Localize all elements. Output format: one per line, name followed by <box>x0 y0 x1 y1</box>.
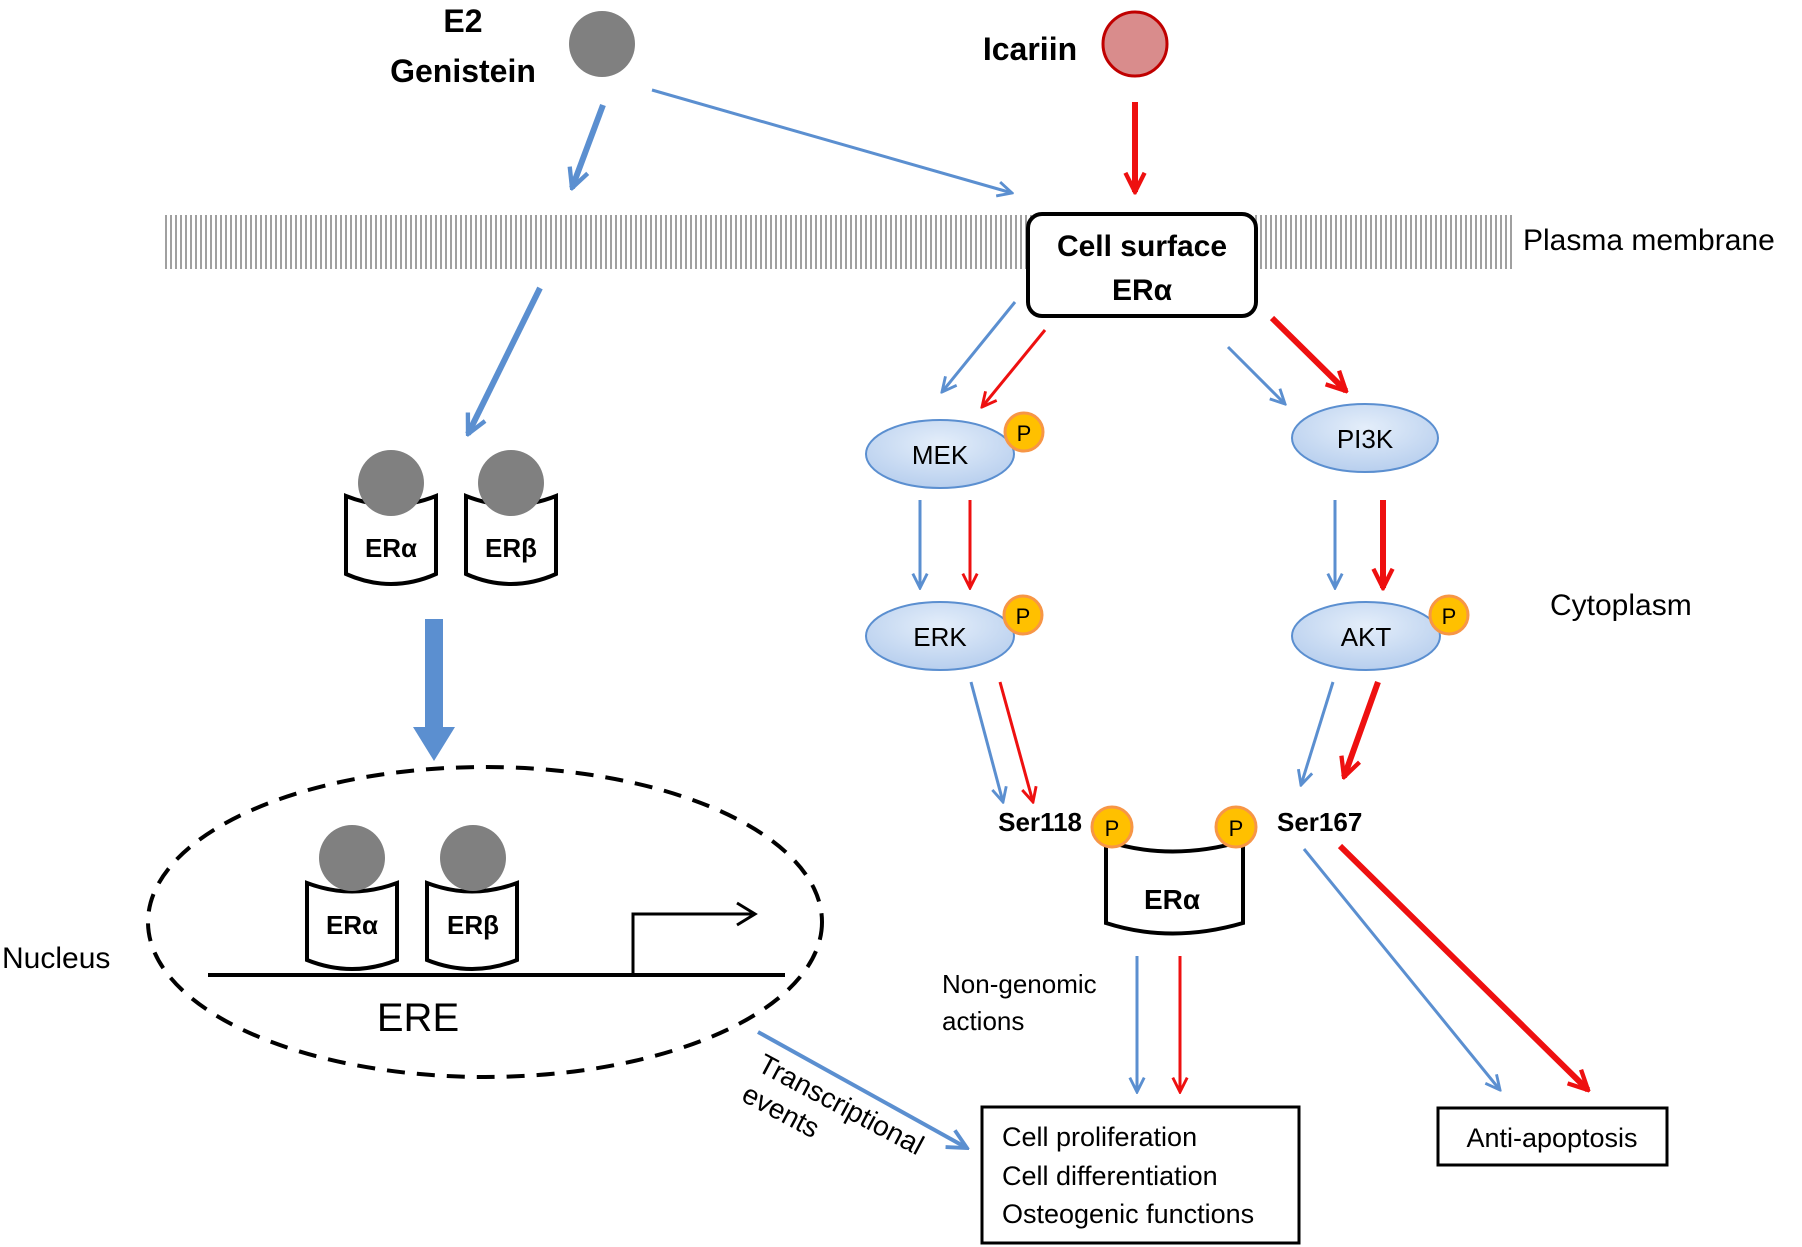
mek-node: MEK P <box>865 411 1045 489</box>
arrow-ser167-to-anti-apoptosis-red <box>1337 843 1588 1090</box>
cell-surface-er-alpha-label: ERα <box>1112 274 1173 307</box>
e2-genistein-ligand <box>569 11 635 77</box>
erk-label: ERK <box>913 622 967 652</box>
mek-phospho <box>1003 411 1045 453</box>
nuclear-er-beta-ligand <box>440 825 506 891</box>
nucleus-label: Nucleus <box>2 942 110 975</box>
cytoplasmic-er-alpha: ERα <box>344 450 438 586</box>
cytoplasmic-er-beta: ERβ <box>464 450 558 586</box>
ser118-label: Ser118 <box>998 807 1082 837</box>
akt-label: AKT <box>1341 622 1392 652</box>
cell-proliferation-label: Cell proliferation <box>1002 1122 1197 1152</box>
actions-label: actions <box>942 1006 1024 1036</box>
cell-surface-label: Cell surface <box>1057 230 1227 263</box>
anti-apoptosis-label: Anti-apoptosis <box>1466 1123 1637 1153</box>
akt-phospho <box>1428 594 1470 636</box>
arrow-erk-to-ser118-red <box>998 681 1033 802</box>
mek-phospho-label: P <box>1017 421 1032 446</box>
transcription-start-arrowhead <box>736 901 758 927</box>
arrow-membrane-to-nuclear-receptors <box>465 286 543 434</box>
arrow-akt-to-ser167-red <box>1344 680 1381 777</box>
arrow-e2-to-surface-er <box>651 88 1012 193</box>
nucleus-boundary <box>146 765 824 1079</box>
akt-phospho-label: P <box>1442 604 1457 629</box>
arrow-akt-to-ser167-blue <box>1301 681 1335 785</box>
nuclear-er-beta-label: ERβ <box>447 910 499 940</box>
erk-phospho-label: P <box>1016 604 1031 629</box>
ere-label: ERE <box>377 996 459 1040</box>
arrow-surface-to-pi3k-red <box>1269 315 1346 391</box>
transcriptional-events-label: Transcriptional events <box>737 1048 936 1195</box>
phospho-er-alpha-label: ERα <box>1144 884 1200 915</box>
pi3k-node: PI3K <box>1291 403 1439 473</box>
akt-node: AKT P <box>1291 594 1470 671</box>
arrow-translocation-to-nucleus <box>413 619 455 761</box>
mek-label: MEK <box>912 440 969 470</box>
nuclear-er-alpha: ERα <box>305 825 399 971</box>
arrow-surface-to-mek-blue <box>942 301 1017 392</box>
erk-phospho <box>1002 594 1044 636</box>
nuclear-er-beta: ERβ <box>425 825 519 971</box>
arrow-e2-to-membrane <box>572 103 606 188</box>
transcription-start-arrow <box>631 912 752 975</box>
pi3k-label: PI3K <box>1337 424 1394 454</box>
non-genomic-label: Non-genomic <box>942 969 1097 999</box>
phosphorylated-er-alpha: ERα P P <box>1090 805 1258 936</box>
arrow-transcriptional-events <box>757 1030 967 1148</box>
ser167-phospho <box>1214 805 1258 849</box>
ser118-phospho-label: P <box>1105 816 1120 841</box>
er-alpha-label: ERα <box>365 533 417 563</box>
icariin-ligand <box>1101 10 1169 78</box>
ser118-phospho <box>1090 805 1134 849</box>
arrow-surface-to-pi3k-blue <box>1226 345 1285 404</box>
arrow-erk-to-ser118-blue <box>969 681 1003 802</box>
anti-apoptosis-box: Anti-apoptosis <box>1436 1106 1669 1167</box>
e2-label: E2 <box>443 3 482 39</box>
erk-node: ERK P <box>865 594 1044 671</box>
plasma-membrane-label: Plasma membrane <box>1523 224 1775 257</box>
er-beta-label: ERβ <box>485 533 537 563</box>
arrow-surface-to-mek-red <box>982 329 1047 407</box>
nuclear-er-alpha-label: ERα <box>326 910 378 940</box>
osteogenic-functions-label: Osteogenic functions <box>1002 1199 1254 1229</box>
osteogenic-outcomes-box: Cell proliferation Cell differentiation … <box>980 1105 1301 1245</box>
er-alpha-ligand <box>358 450 424 516</box>
plasma-membrane <box>163 215 1513 269</box>
icariin-label: Icariin <box>983 31 1077 67</box>
er-beta-ligand <box>478 450 544 516</box>
cytoplasm-label: Cytoplasm <box>1550 589 1692 622</box>
nuclear-er-alpha-ligand <box>319 825 385 891</box>
arrow-ser167-to-anti-apoptosis-blue <box>1302 848 1500 1090</box>
cell-surface-er-alpha-box <box>1026 212 1258 318</box>
ser167-label: Ser167 <box>1277 807 1362 837</box>
cell-differentiation-label: Cell differentiation <box>1002 1161 1218 1191</box>
genistein-label: Genistein <box>390 53 536 89</box>
ser167-phospho-label: P <box>1229 816 1244 841</box>
